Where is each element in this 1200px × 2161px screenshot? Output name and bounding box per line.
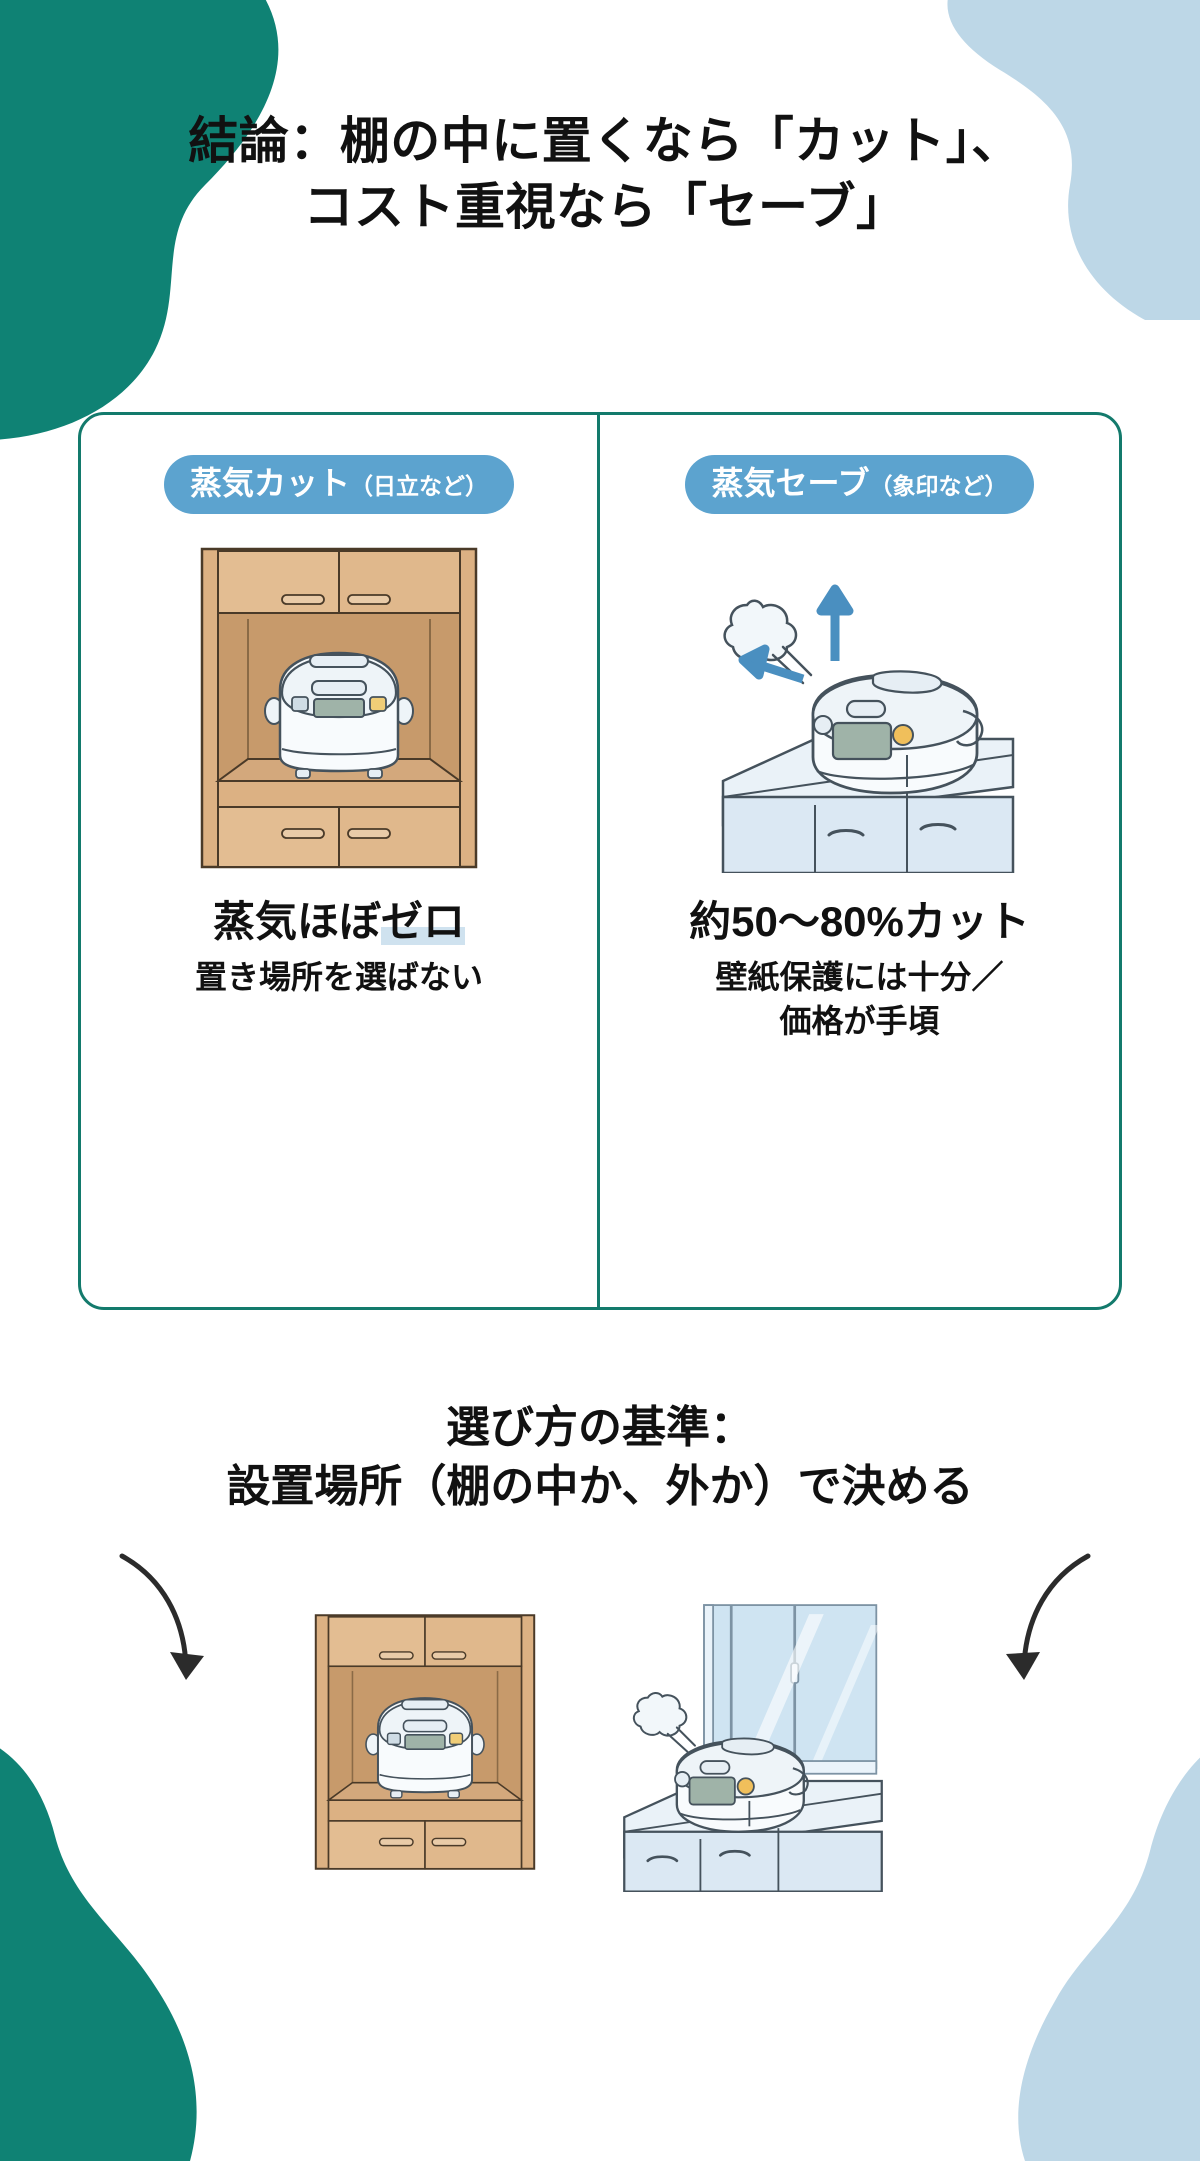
curved-arrow-left-icon bbox=[119, 1553, 204, 1680]
badge-steam-save-label: 蒸気セーブ bbox=[711, 465, 870, 501]
page-title-line-1: 結論：棚の中に置くなら「カット」、 bbox=[188, 113, 1022, 169]
illustration-rice-cooker-in-cabinet-bottom bbox=[311, 1592, 539, 1897]
badge-steam-cut-label: 蒸気カット bbox=[189, 465, 350, 501]
right-headline: 約50〜80%カット bbox=[689, 898, 1030, 946]
right-subline-2: 価格が手頃 bbox=[779, 1002, 940, 1039]
illustration-rice-cooker-by-window bbox=[617, 1592, 889, 1897]
right-subline-1: 壁紙保護には十分／ bbox=[715, 959, 1004, 996]
badge-steam-cut: 蒸気カット（日立など） bbox=[163, 455, 514, 515]
criteria-illustrations bbox=[0, 1592, 1200, 1897]
steam-arrow-left-icon bbox=[738, 644, 804, 684]
illustration-rice-cooker-on-counter bbox=[695, 532, 1025, 884]
badge-steam-cut-sublabel: （日立など） bbox=[350, 473, 488, 499]
steam-cloud-icon bbox=[722, 599, 812, 685]
comparison-card: 蒸気カット（日立など） bbox=[78, 412, 1122, 1310]
right-headline-text: 約50〜80%カット bbox=[689, 898, 1030, 946]
illustration-rice-cooker-in-cabinet bbox=[196, 532, 482, 884]
criteria-heading-line-1: 選び方の基準： bbox=[446, 1403, 754, 1452]
left-headline-highlight: ゼロ bbox=[381, 898, 466, 946]
criteria-heading-line-2: 設置場所（棚の中か、外か）で決める bbox=[226, 1462, 974, 1512]
left-headline-plain: 蒸気ほぼ bbox=[212, 898, 381, 946]
badge-steam-save-sublabel: （象印など） bbox=[869, 473, 1008, 499]
page-title-line-2: コスト重視なら「セーブ」 bbox=[303, 179, 907, 235]
right-subline: 壁紙保護には十分／ 価格が手頃 bbox=[715, 956, 1003, 1042]
page-title: 結論：棚の中に置くなら「カット」、 コスト重視なら「セーブ」 bbox=[0, 108, 1200, 240]
left-subline: 置き場所を選ばない bbox=[194, 959, 483, 996]
curved-arrow-right-icon bbox=[1006, 1553, 1091, 1680]
criteria-heading: 選び方の基準： 設置場所（棚の中か、外か）で決める bbox=[0, 1398, 1200, 1517]
badge-steam-save: 蒸気セーブ（象印など） bbox=[685, 455, 1034, 515]
left-headline: 蒸気ほぼゼロ bbox=[212, 898, 466, 946]
steam-cloud-small-icon bbox=[632, 1692, 696, 1753]
comparison-column-steam-cut: 蒸気カット（日立など） bbox=[81, 415, 600, 1307]
comparison-column-steam-save: 蒸気セーブ（象印など） bbox=[600, 415, 1119, 1307]
steam-arrow-up-icon bbox=[816, 584, 853, 662]
